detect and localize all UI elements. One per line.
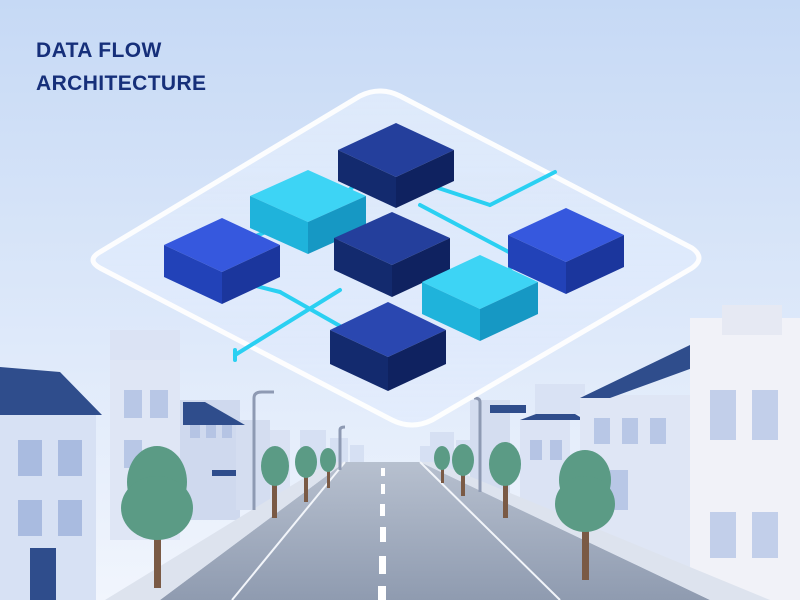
node-right bbox=[508, 208, 624, 294]
trees bbox=[121, 442, 615, 588]
node-upper-left bbox=[250, 170, 366, 254]
node-center-right bbox=[422, 255, 538, 341]
title-line-2: ARCHITECTURE bbox=[36, 72, 207, 95]
right-buildings bbox=[470, 305, 800, 600]
page-title: DATA FLOW ARCHITECTURE bbox=[36, 34, 356, 100]
title-line-1: DATA FLOW bbox=[36, 39, 162, 62]
node-bottom bbox=[330, 302, 446, 391]
street-lamps bbox=[252, 390, 482, 510]
diagram-nodes bbox=[164, 123, 624, 391]
node-center bbox=[334, 212, 450, 297]
node-top bbox=[338, 123, 454, 208]
node-left bbox=[164, 218, 280, 304]
